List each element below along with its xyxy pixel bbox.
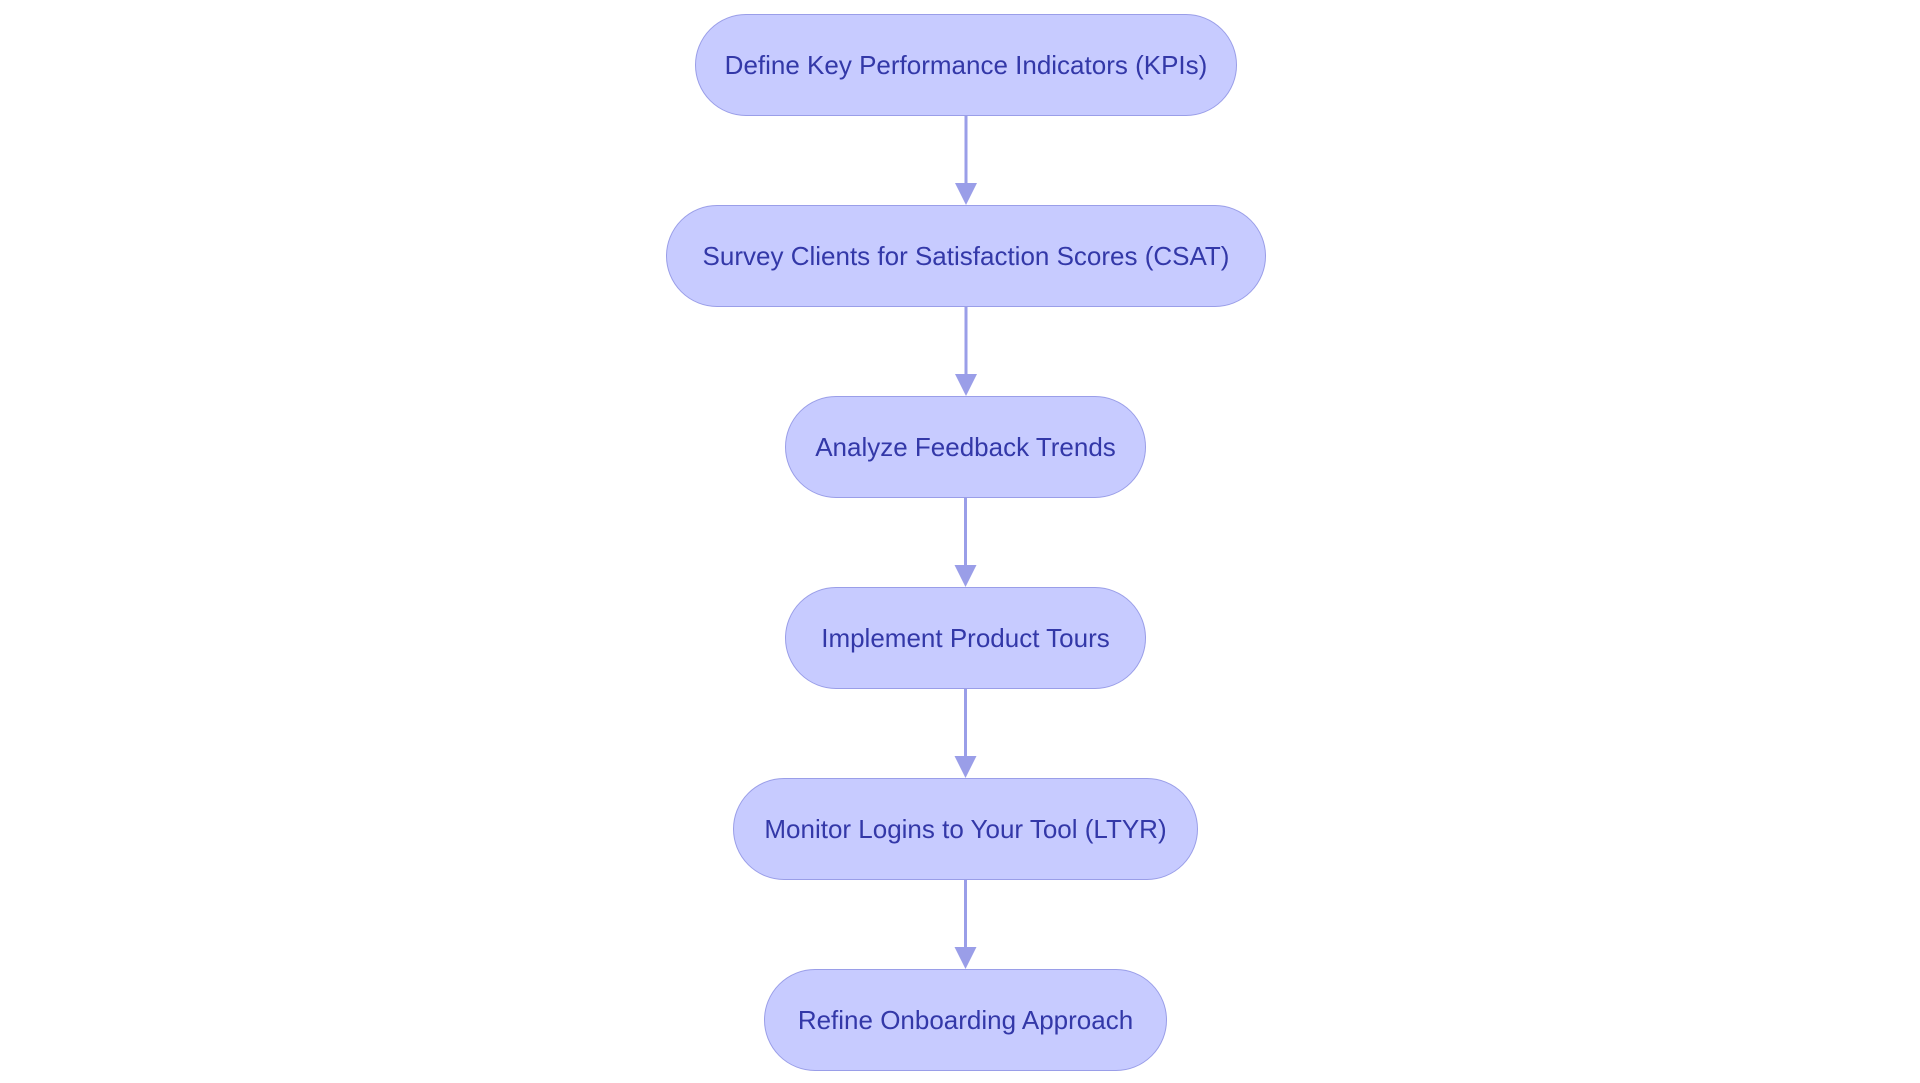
node-monitor-logins-ltyr[interactable]: Monitor Logins to Your Tool (LTYR) xyxy=(733,778,1198,880)
node-analyze-feedback-trends[interactable]: Analyze Feedback Trends xyxy=(785,396,1146,498)
arrowhead-1 xyxy=(955,183,977,205)
arrowhead-4 xyxy=(954,756,977,778)
node-define-kpis[interactable]: Define Key Performance Indicators (KPIs) xyxy=(695,14,1237,116)
arrowhead-3 xyxy=(954,565,977,587)
node-refine-onboarding[interactable]: Refine Onboarding Approach xyxy=(764,969,1167,1071)
arrowhead-2 xyxy=(955,374,977,396)
node-implement-product-tours[interactable]: Implement Product Tours xyxy=(785,587,1146,689)
node-survey-clients-csat[interactable]: Survey Clients for Satisfaction Scores (… xyxy=(666,205,1266,307)
arrowhead-5 xyxy=(954,947,977,969)
